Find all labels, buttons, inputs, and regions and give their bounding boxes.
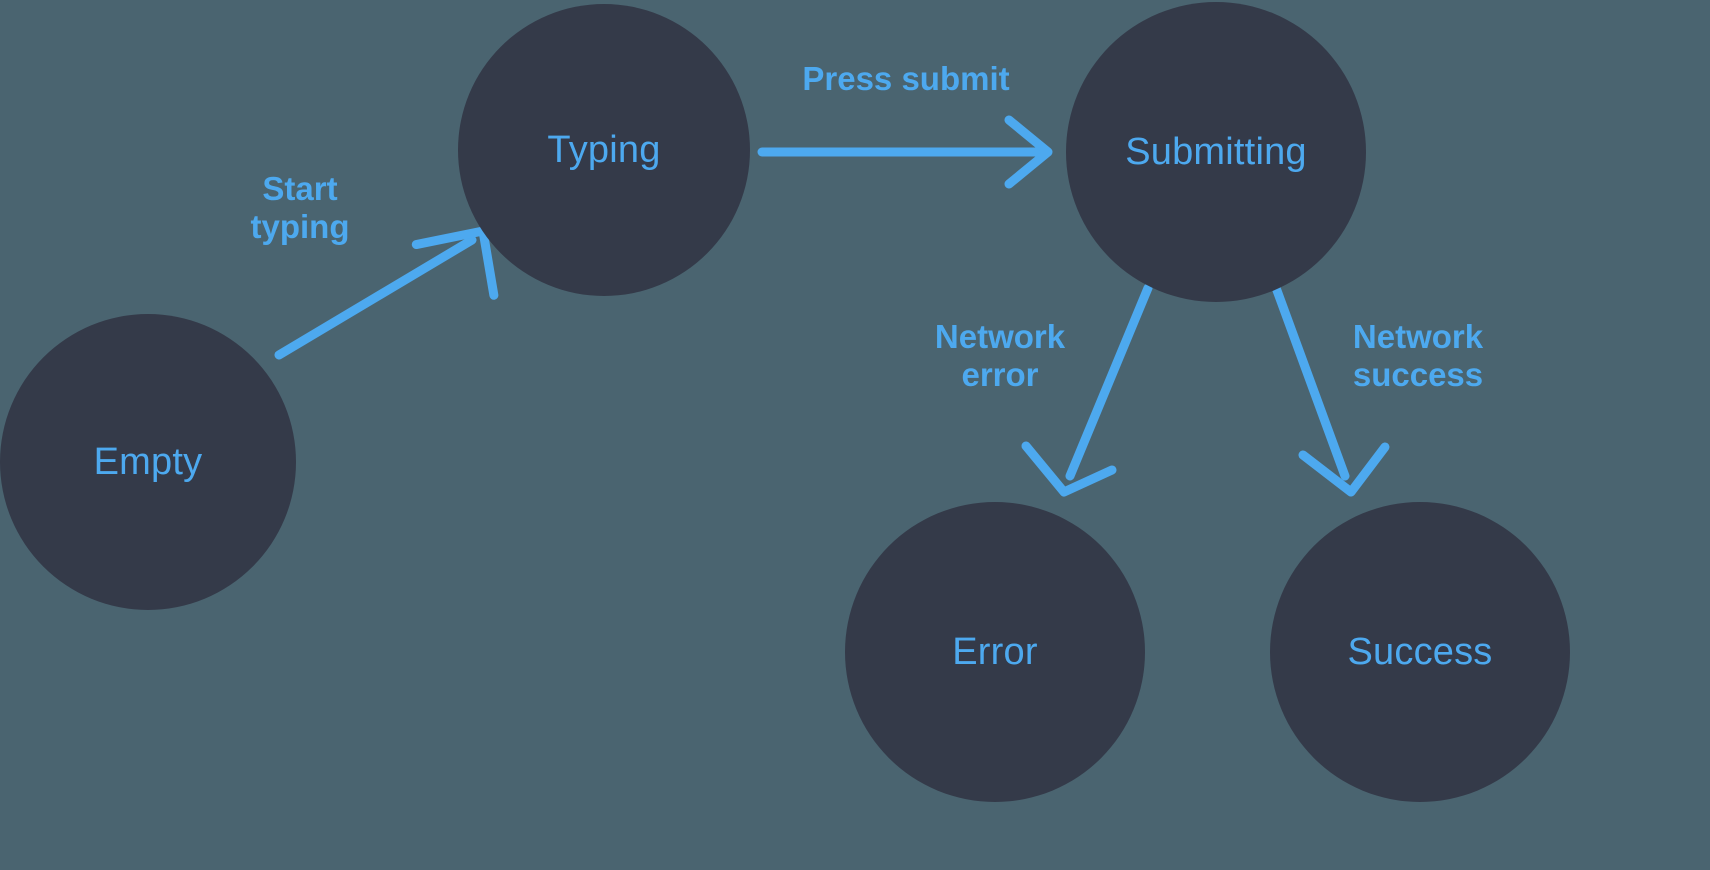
state-label-submitting: Submitting: [1125, 131, 1307, 173]
edge-empty-to-typing: [274, 226, 499, 360]
state-label-empty: Empty: [93, 441, 203, 483]
edge-typing-to-submitting: [757, 115, 1053, 189]
state-label-success: Success: [1347, 631, 1493, 673]
edge-submitting-to-success: [1270, 280, 1390, 497]
state-node-empty[interactable]: Empty: [0, 314, 296, 610]
state-node-typing[interactable]: Typing: [458, 4, 750, 296]
state-node-submitting[interactable]: Submitting: [1066, 2, 1366, 302]
edge-submitting-to-error: [1021, 283, 1153, 497]
state-node-success[interactable]: Success: [1270, 502, 1570, 802]
state-label-typing: Typing: [547, 129, 661, 171]
state-node-error[interactable]: Error: [845, 502, 1145, 802]
state-label-error: Error: [952, 631, 1038, 673]
